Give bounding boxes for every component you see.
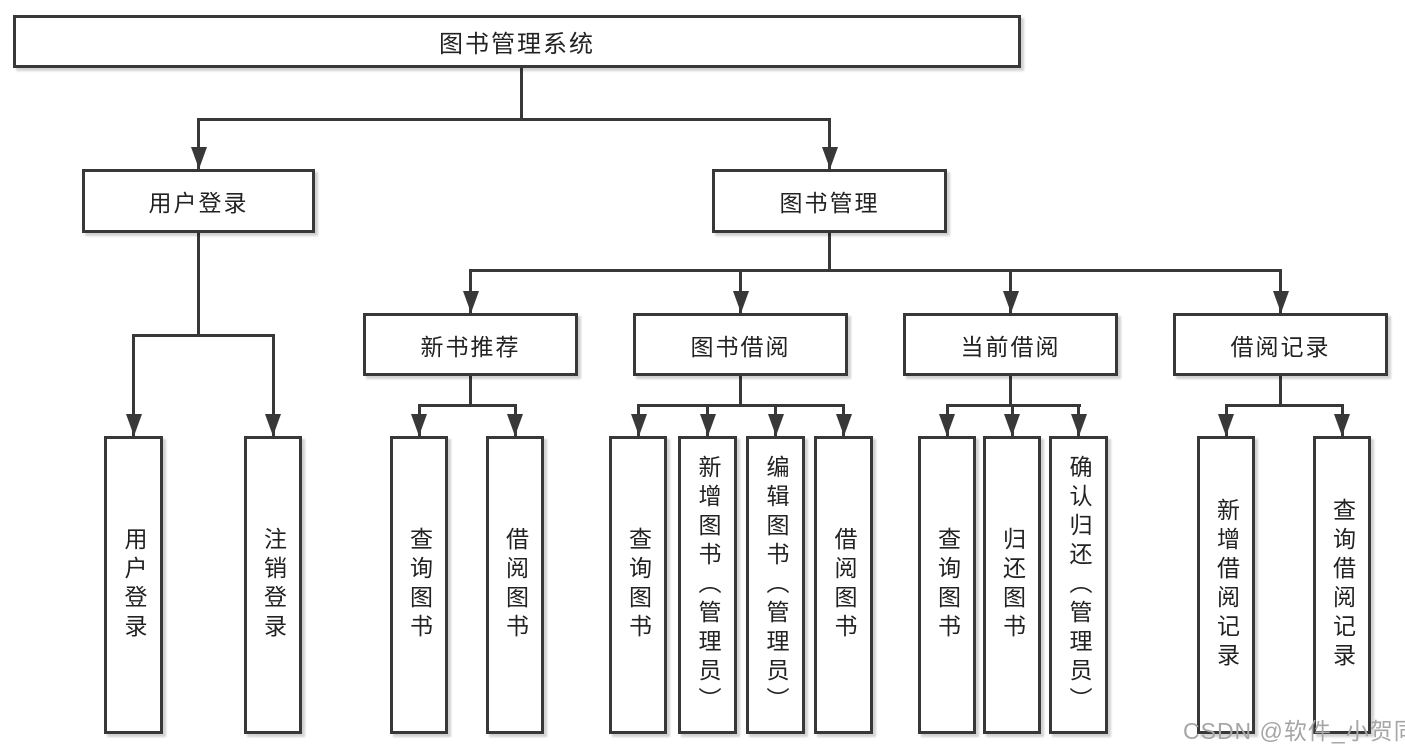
connector-new-book-rec-hbar <box>417 404 517 407</box>
leaf-ul-user-login-label: 用户登录 <box>121 527 147 643</box>
node-user-login-label: 用户登录 <box>148 190 249 216</box>
arrowhead-borrow-records <box>1272 291 1289 313</box>
connector-to-book-mgmt <box>828 118 831 169</box>
arrowhead-cb-return <box>1004 414 1020 436</box>
connector-current-borrow-stem <box>1009 374 1012 406</box>
arrowhead-new-book-rec <box>462 291 479 313</box>
leaf-cb-return-books-label: 归还图书 <box>999 527 1026 643</box>
node-root: 图书管理系统 <box>13 15 1021 68</box>
leaf-cb-return-books: 归还图书 <box>983 436 1041 734</box>
leaf-br-add-record: 新增借阅记录 <box>1197 436 1255 734</box>
node-user-login: 用户登录 <box>82 169 315 233</box>
leaf-ul-logout-label: 注销登录 <box>260 527 287 643</box>
arrowhead-ul-user-login <box>125 414 142 436</box>
leaf-ul-user-login: 用户登录 <box>104 436 163 734</box>
leaf-bb-borrow-books-label: 借阅图书 <box>831 527 857 643</box>
connector-book-mgmt-stem <box>828 232 831 272</box>
node-book-borrow-label: 图书借阅 <box>690 333 791 360</box>
connector-user-login-hbar <box>132 334 275 337</box>
connector-user-login-stem <box>197 232 200 336</box>
arrowhead-user-login <box>190 147 207 169</box>
leaf-br-add-record-label: 新增借阅记录 <box>1213 498 1240 672</box>
leaf-cb-query-books: 查询图书 <box>918 436 976 734</box>
leaf-br-query-record-label: 查询借阅记录 <box>1329 498 1356 672</box>
leaf-nb-query-books-label: 查询图书 <box>406 527 433 643</box>
leaf-cb-confirm-return: 确认归还（管理员） <box>1049 436 1108 734</box>
connector-borrow-records-stem <box>1279 374 1282 406</box>
arrowhead-bb-add <box>699 414 716 436</box>
connector-to-ul-logout <box>271 334 275 436</box>
arrowhead-book-mgmt <box>821 147 838 169</box>
watermark: CSDN @软件_小贺同学 <box>1183 718 1405 744</box>
leaf-bb-query-books: 查询图书 <box>609 436 667 734</box>
connector-book-mgmt-hbar <box>469 269 1282 272</box>
leaf-bb-borrow-books: 借阅图书 <box>814 436 873 734</box>
node-borrow-records: 借阅记录 <box>1173 313 1388 376</box>
node-new-book-rec: 新书推荐 <box>363 313 578 376</box>
leaf-bb-query-books-label: 查询图书 <box>625 527 652 643</box>
leaf-bb-add-books-label: 新增图书（管理员） <box>695 454 721 716</box>
connector-borrow-records-hbar <box>1224 404 1344 407</box>
leaf-cb-query-books-label: 查询图书 <box>934 527 961 643</box>
arrowhead-book-borrow <box>732 291 749 313</box>
leaf-nb-query-books: 查询图书 <box>390 436 448 734</box>
node-book-mgmt-label: 图书管理 <box>779 190 880 216</box>
leaf-cb-confirm-return-label: 确认归还（管理员） <box>1066 454 1092 716</box>
node-book-mgmt: 图书管理 <box>712 169 947 233</box>
arrowhead-cb-confirm <box>1070 414 1087 436</box>
node-root-label: 图书管理系统 <box>439 31 595 58</box>
node-book-borrow: 图书借阅 <box>633 313 848 376</box>
leaf-bb-edit-books-label: 编辑图书（管理员） <box>763 454 789 716</box>
node-new-book-rec-label: 新书推荐 <box>420 333 521 360</box>
leaf-ul-logout: 注销登录 <box>244 436 302 734</box>
arrowhead-br-query <box>1334 414 1350 436</box>
connector-to-user-login <box>197 118 200 169</box>
connector-root-hbar <box>197 118 831 121</box>
leaf-bb-add-books: 新增图书（管理员） <box>678 436 737 734</box>
connector-book-borrow-stem <box>739 374 742 406</box>
connector-to-ul-user-login <box>132 334 135 436</box>
arrowhead-cb-query <box>939 414 955 436</box>
connector-new-book-rec-stem <box>469 374 472 406</box>
node-borrow-records-label: 借阅记录 <box>1230 333 1331 360</box>
connector-book-borrow-hbar <box>637 404 845 407</box>
arrowhead-bb-query <box>630 414 647 436</box>
arrowhead-nb-query <box>411 414 427 436</box>
leaf-bb-edit-books: 编辑图书（管理员） <box>746 436 805 734</box>
leaf-nb-borrow-books-label: 借阅图书 <box>502 527 529 643</box>
arrowhead-bb-borrow <box>835 414 852 436</box>
arrowhead-current-borrow <box>1002 291 1019 313</box>
arrowhead-br-add <box>1218 414 1234 436</box>
arrowhead-ul-logout <box>265 414 281 436</box>
leaf-nb-borrow-books: 借阅图书 <box>486 436 544 734</box>
arrowhead-bb-edit <box>767 414 784 436</box>
node-current-borrow-label: 当前借阅 <box>960 333 1061 360</box>
leaf-br-query-record: 查询借阅记录 <box>1313 436 1371 734</box>
arrowhead-nb-borrow <box>507 414 523 436</box>
connector-root-stem <box>519 67 523 120</box>
node-current-borrow: 当前借阅 <box>903 313 1118 376</box>
